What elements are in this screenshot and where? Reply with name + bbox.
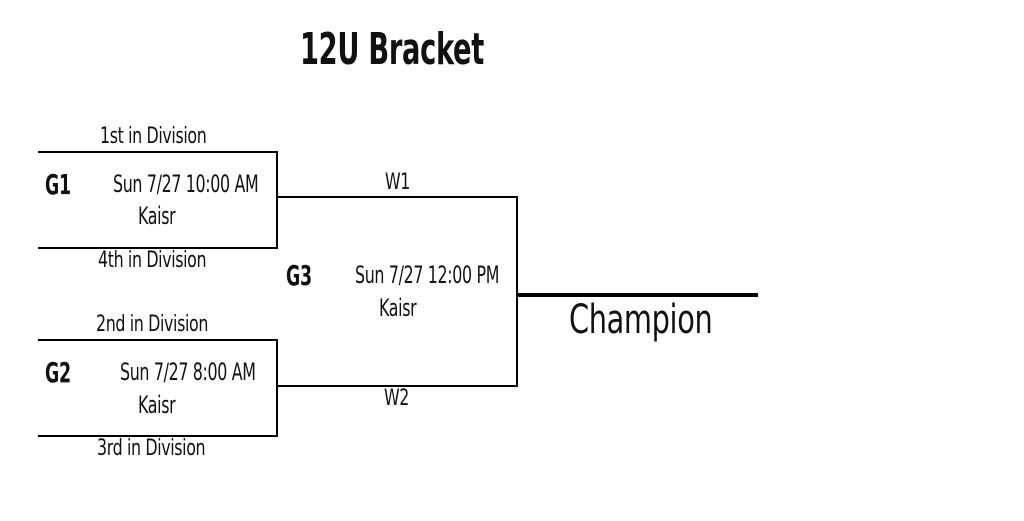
g1-bottom-line bbox=[38, 247, 278, 249]
champion-label: Champion bbox=[569, 297, 768, 343]
g2-top-slot: 2nd in Division bbox=[96, 312, 252, 337]
g2-bottom-line bbox=[38, 435, 278, 437]
g3-bottom-line bbox=[276, 385, 518, 387]
page-title: 12U Bracket bbox=[300, 24, 597, 75]
g2-top-slot-text: 2nd in Division bbox=[96, 312, 209, 337]
g1-game-id-text: G1 bbox=[45, 168, 71, 201]
g3-game-id-text: G3 bbox=[286, 259, 312, 292]
g2-game-id: G2 bbox=[45, 356, 86, 389]
g1-game-time-text: Sun 7/27 10:00 AM bbox=[113, 170, 259, 198]
g3-game-venue: Kaisr bbox=[379, 294, 436, 322]
g1-game-time: Sun 7/27 10:00 AM bbox=[113, 170, 333, 198]
g2-top-line bbox=[38, 339, 278, 341]
g2-game-venue: Kaisr bbox=[138, 391, 195, 419]
g3-bottom-slot-text: W2 bbox=[384, 386, 410, 411]
champion-line bbox=[516, 293, 758, 297]
page-title-text: 12U Bracket bbox=[300, 24, 484, 75]
g1-bottom-slot-text: 4th in Division bbox=[98, 248, 207, 273]
g1-bottom-slot: 4th in Division bbox=[98, 248, 248, 273]
g3-bottom-slot: W2 bbox=[384, 386, 419, 411]
g1-top-slot: 1st in Division bbox=[100, 124, 248, 149]
g3-game-time-text: Sun 7/27 12:00 PM bbox=[355, 261, 500, 289]
g3-top-slot-text: W1 bbox=[385, 170, 411, 195]
g1-game-venue: Kaisr bbox=[138, 202, 195, 230]
g2-game-time: Sun 7/27 8:00 AM bbox=[120, 358, 325, 386]
g2-game-id-text: G2 bbox=[45, 356, 71, 389]
g3-game-venue-text: Kaisr bbox=[379, 294, 417, 322]
g3-game-time: Sun 7/27 12:00 PM bbox=[355, 261, 573, 289]
g2-bottom-slot: 3rd in Division bbox=[97, 436, 247, 461]
g2-game-venue-text: Kaisr bbox=[138, 391, 176, 419]
g2-right-line bbox=[276, 339, 278, 437]
champion-label-text: Champion bbox=[569, 297, 713, 343]
g2-game-time-text: Sun 7/27 8:00 AM bbox=[120, 358, 256, 386]
g1-top-slot-text: 1st in Division bbox=[100, 124, 207, 149]
g3-right-line bbox=[516, 196, 518, 387]
g1-right-line bbox=[276, 151, 278, 249]
g3-top-line bbox=[276, 196, 518, 198]
g3-game-id: G3 bbox=[286, 259, 327, 292]
g3-top-slot: W1 bbox=[385, 170, 420, 195]
g1-top-line bbox=[38, 151, 278, 153]
g1-game-id: G1 bbox=[45, 168, 86, 201]
g2-bottom-slot-text: 3rd in Division bbox=[97, 436, 206, 461]
g1-game-venue-text: Kaisr bbox=[138, 202, 176, 230]
